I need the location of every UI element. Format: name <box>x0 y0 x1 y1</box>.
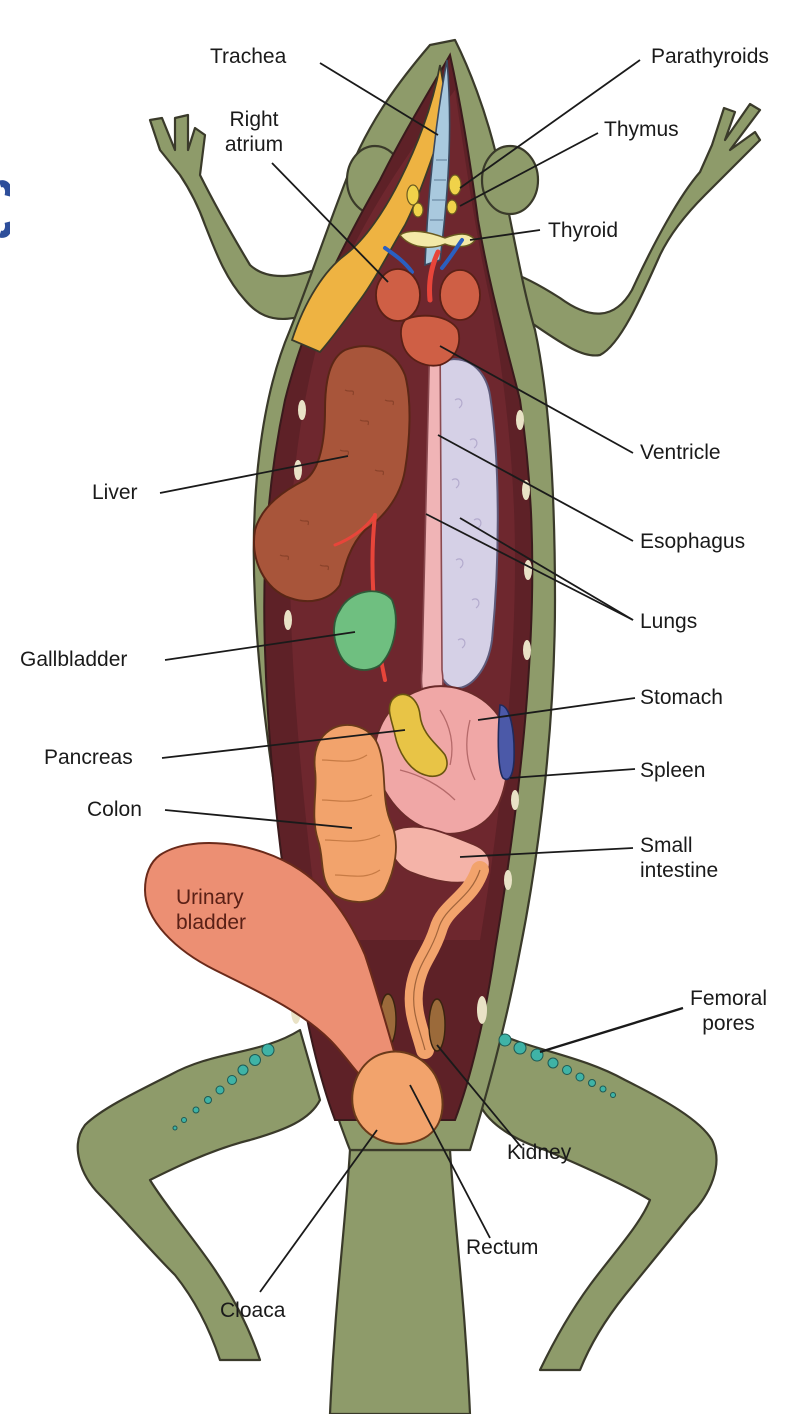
label-femoral-pores: Femoral pores <box>690 986 767 1036</box>
label-lungs: Lungs <box>640 609 697 634</box>
label-femoral-pores-line1: Femoral <box>690 986 767 1011</box>
label-stomach: Stomach <box>640 685 723 710</box>
parathyroid-left <box>407 185 419 205</box>
label-thyroid: Thyroid <box>548 218 618 243</box>
label-gallbladder: Gallbladder <box>20 647 127 672</box>
label-urinary-bladder-line2: bladder <box>176 910 246 935</box>
label-trachea: Trachea <box>210 44 286 69</box>
label-thymus: Thymus <box>604 117 679 142</box>
thymus-left <box>413 203 423 217</box>
label-cloaca: Cloaca <box>220 1298 285 1323</box>
cloaca <box>352 1052 442 1144</box>
label-ventricle: Ventricle <box>640 440 721 465</box>
label-pancreas: Pancreas <box>44 745 133 770</box>
right-hindlimb <box>480 1030 716 1370</box>
label-colon: Colon <box>87 797 142 822</box>
thymus-right <box>447 200 457 214</box>
parathyroid-right <box>449 175 461 195</box>
label-right-atrium: Right atrium <box>222 107 286 157</box>
label-liver: Liver <box>92 480 138 505</box>
tail <box>330 1150 470 1414</box>
label-spleen: Spleen <box>640 758 705 783</box>
label-small-intestine-line1: Small <box>640 833 718 858</box>
leader-femoral-pores <box>540 1008 683 1052</box>
label-parathyroids: Parathyroids <box>651 44 769 69</box>
left-atrium <box>440 270 480 320</box>
label-urinary-bladder-line1: Urinary <box>176 885 246 910</box>
kidney-right <box>429 999 445 1051</box>
label-kidney: Kidney <box>507 1140 571 1165</box>
edge-mark-glyph <box>0 178 10 240</box>
label-small-intestine-line2: intestine <box>640 858 718 883</box>
label-right-atrium-line2: atrium <box>222 132 286 157</box>
label-urinary-bladder: Urinary bladder <box>176 885 246 935</box>
label-small-intestine: Small intestine <box>640 833 718 883</box>
label-rectum: Rectum <box>466 1235 538 1260</box>
label-right-atrium-line1: Right <box>222 107 286 132</box>
label-femoral-pores-line2: pores <box>690 1011 767 1036</box>
label-esophagus: Esophagus <box>640 529 745 554</box>
